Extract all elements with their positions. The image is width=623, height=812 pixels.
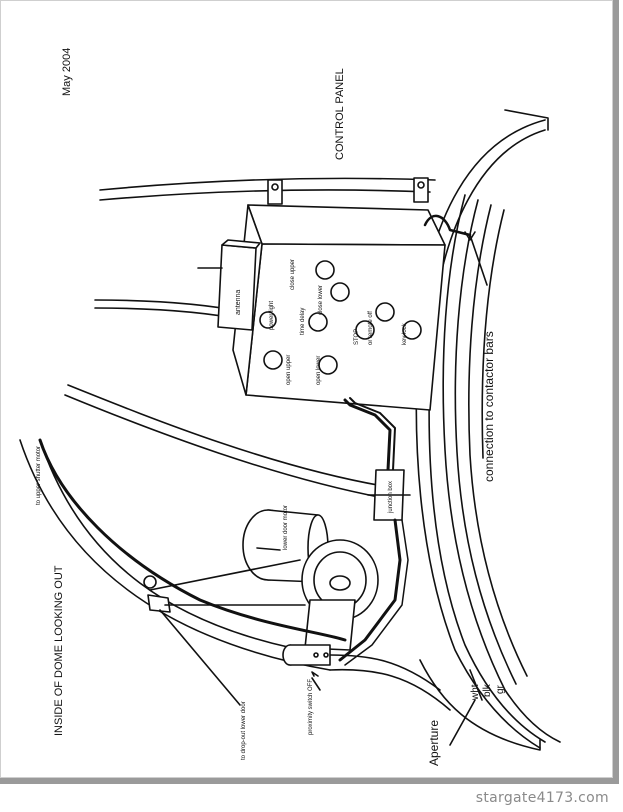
- proximity-label: proximity switch OFF: [308, 679, 314, 735]
- dome-rib-top: [99, 177, 436, 191]
- upper-motor-label: to upper shutter motor: [36, 446, 42, 505]
- wire-gr-label: gr: [495, 684, 506, 694]
- antenna-top: [221, 239, 261, 249]
- panel-cable-2: [349, 397, 396, 471]
- dropout-pointer: [159, 609, 241, 706]
- connection-bars-label: connection to contactor bars: [482, 331, 496, 482]
- dropout-lever: [147, 594, 171, 613]
- panel-cable: [343, 398, 392, 472]
- key-lock-label: key lock: [402, 322, 408, 345]
- dome-rib-top-2: [99, 189, 431, 201]
- lower-door-motor-label: lower door motor: [283, 505, 289, 550]
- wire-wht-label: wht: [470, 684, 481, 701]
- button-open-upper: [263, 350, 283, 370]
- upper-motor-wire: [38, 438, 347, 642]
- button-open-lower: [318, 355, 338, 375]
- page-frame: May 2004 CONTROL PANEL INSIDE OF DOME LO…: [0, 0, 619, 784]
- aperture-arc-5: [468, 204, 528, 677]
- close-lower-label: close lower: [318, 285, 324, 315]
- aperture-arc-1: [415, 119, 546, 749]
- junction-cable-2: [344, 519, 409, 666]
- button-remote-off: [375, 302, 395, 322]
- button-time-delay: [308, 312, 328, 332]
- button-stop: [355, 320, 375, 340]
- wire-blk-label: blk: [482, 683, 493, 697]
- aperture-label: Aperture: [427, 720, 441, 766]
- lower-arc-2: [329, 668, 451, 711]
- contactor-cable: [423, 214, 472, 237]
- control-panel-face: [245, 243, 446, 411]
- wire-pointer: [469, 669, 483, 701]
- button-power-light: [259, 311, 277, 329]
- stop-label: STOP: [354, 329, 360, 345]
- remote-off-label: or remote off: [368, 311, 374, 345]
- site-credit: stargate4173.com: [475, 790, 609, 806]
- open-lower-label: open lower: [316, 356, 322, 385]
- aperture-arc-6: [481, 209, 505, 459]
- proximity-pointer: [311, 677, 321, 691]
- button-close-lower: [330, 282, 350, 302]
- junction-cable: [338, 518, 402, 662]
- motor-pointer: [256, 547, 281, 551]
- dome-diagram: May 2004 CONTROL PANEL INSIDE OF DOME LO…: [19, 48, 561, 766]
- pulley-hub: [329, 575, 351, 591]
- inside-dome-label: INSIDE OF DOME LOOKING OUT: [53, 565, 65, 736]
- time-delay-label: time delay: [300, 308, 306, 335]
- button-key-lock: [402, 320, 422, 340]
- connection-pointer: [469, 234, 488, 286]
- aperture-pointer: [449, 699, 476, 746]
- dome-arc-left-2: [64, 394, 396, 501]
- proximity-body: [289, 644, 331, 666]
- rib-clamp-bolt-1: [271, 183, 279, 191]
- dome-arc-left-3: [67, 384, 396, 489]
- control-panel-box: [247, 204, 446, 246]
- antenna-label: antenna: [235, 290, 242, 315]
- control-panel-label: CONTROL PANEL: [334, 68, 346, 160]
- power-light-label: power light: [269, 301, 275, 330]
- dome-arc-left-1: [39, 439, 331, 656]
- page-border: [0, 0, 613, 778]
- antenna-box: [217, 244, 257, 331]
- panel-buttons: [259, 260, 422, 375]
- junction-box-label: junction box: [388, 481, 394, 514]
- aperture-arc-3: [442, 194, 561, 743]
- open-upper-label: open upper: [286, 355, 292, 385]
- gear-housing: [304, 599, 356, 651]
- aperture-rim: [504, 109, 549, 131]
- drop-out-label: to drop-out lower door: [241, 701, 247, 760]
- rib-clamp-bolt-2: [417, 181, 425, 189]
- button-close-upper: [315, 260, 335, 280]
- aperture-arc-2: [428, 129, 546, 743]
- date-label: May 2004: [61, 48, 73, 96]
- lower-arc-1: [329, 654, 441, 691]
- close-upper-label: close upper: [290, 259, 296, 290]
- aperture-arc-4: [454, 199, 517, 685]
- dropout-pulley: [143, 575, 157, 589]
- dome-arc-outer: [19, 439, 331, 671]
